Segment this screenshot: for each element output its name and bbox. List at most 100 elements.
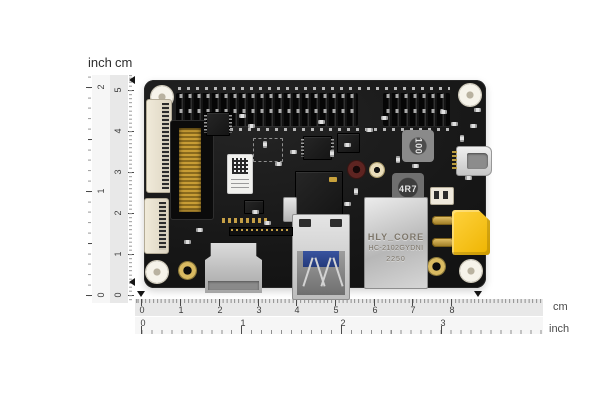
smd-component bbox=[248, 124, 255, 128]
ruler-tick bbox=[128, 254, 134, 255]
smd-component bbox=[330, 150, 334, 157]
smd-component bbox=[184, 240, 191, 244]
board-photo: 100 4R7 HLY_CORE HC-2102GYDNI 2250 bbox=[144, 80, 492, 300]
smd-component bbox=[396, 156, 400, 163]
jst-connector bbox=[430, 187, 454, 205]
smd-component bbox=[470, 124, 477, 128]
cm-ruler-label: 7 bbox=[410, 305, 416, 315]
ethernet-shield-text: 2250 bbox=[386, 256, 406, 263]
ffc-connector-bottom bbox=[144, 198, 169, 254]
usb3-opening bbox=[297, 251, 345, 295]
plated-hole bbox=[370, 163, 384, 177]
ic-chip bbox=[301, 136, 334, 160]
hdmi-port bbox=[205, 243, 262, 293]
cm-ruler-label: 3 bbox=[256, 305, 262, 315]
gold-contacts bbox=[179, 128, 201, 212]
cm-ruler-label: 1 bbox=[113, 251, 123, 257]
cm-ruler-label: 5 bbox=[333, 305, 339, 315]
barcode bbox=[231, 187, 249, 188]
vertical-ruler-inch-band: 2 1 0 bbox=[86, 75, 110, 303]
micro-usb-port bbox=[452, 146, 492, 176]
ruler-tick bbox=[219, 299, 220, 306]
cm-ruler-label: 6 bbox=[372, 305, 378, 315]
inch-ruler-label: 1 bbox=[240, 318, 246, 328]
smd-component bbox=[263, 141, 267, 148]
ruler-tick bbox=[88, 139, 92, 140]
ruler-tick bbox=[374, 299, 375, 306]
cm-ruler-label: 3 bbox=[113, 169, 123, 175]
unpopulated-footprint bbox=[253, 138, 283, 162]
smd-component bbox=[465, 176, 472, 180]
m2-connector bbox=[170, 120, 214, 220]
shell-hole bbox=[330, 219, 342, 227]
solder-pads bbox=[222, 218, 268, 223]
smd-component bbox=[474, 108, 481, 112]
inch-ruler-label: 0 bbox=[96, 292, 106, 298]
shell-hole bbox=[299, 219, 311, 227]
ruler-tick bbox=[86, 87, 92, 88]
xt30-power-connector bbox=[452, 210, 490, 255]
horizontal-ruler-cm-band: 0 1 2 3 4 5 6 7 8 bbox=[135, 299, 543, 316]
ruler-tick bbox=[128, 172, 134, 173]
ruler-tick bbox=[241, 326, 242, 334]
smd-component bbox=[196, 228, 203, 232]
ruler-tick bbox=[141, 299, 142, 306]
inductor-label: 4R7 bbox=[398, 184, 417, 194]
sticker-text-line bbox=[231, 179, 249, 180]
cm-ruler-label: 2 bbox=[113, 210, 123, 216]
smd-component bbox=[290, 150, 297, 154]
inch-unit-label: inch bbox=[549, 323, 570, 335]
mounting-hole bbox=[179, 262, 196, 279]
cm-ruler-label: 0 bbox=[113, 292, 123, 298]
mounting-hole bbox=[459, 84, 481, 106]
cm-ruler-label: 1 bbox=[178, 305, 184, 315]
smd-component bbox=[412, 164, 419, 168]
smd-component bbox=[460, 135, 464, 142]
smd-component bbox=[451, 122, 458, 126]
usb3-tongue bbox=[303, 251, 339, 267]
smd-component bbox=[275, 162, 282, 166]
ruler-tick bbox=[141, 326, 142, 334]
qr-sticker bbox=[228, 155, 252, 193]
inch-ruler-label: 2 bbox=[96, 84, 106, 90]
cm-ruler-label: 4 bbox=[113, 128, 123, 134]
smd-component bbox=[344, 143, 351, 147]
smd-component bbox=[381, 116, 388, 120]
inch-ruler-label: 1 bbox=[96, 188, 106, 194]
qr-code bbox=[232, 158, 248, 174]
vertical-ruler-cm-band: 5 4 3 2 1 0 bbox=[110, 75, 134, 303]
ic-chip bbox=[204, 112, 232, 136]
cm-ruler-label: 5 bbox=[113, 87, 123, 93]
ethernet-port: HLY_CORE HC-2102GYDNI 2250 bbox=[364, 197, 428, 289]
inch-ruler-label: 3 bbox=[440, 318, 446, 328]
inch-ruler-label: 0 bbox=[140, 318, 146, 328]
horizontal-ruler-inch-band: 0 1 2 3 bbox=[135, 317, 543, 334]
ruler-tick bbox=[86, 295, 92, 296]
ruler-tick bbox=[128, 213, 134, 214]
usb3-port bbox=[292, 214, 350, 300]
cm-unit-label: cm bbox=[553, 301, 568, 313]
ethernet-shield-text: HC-2102GYDNI bbox=[368, 245, 424, 252]
ruler-tick bbox=[88, 243, 92, 244]
ruler-tick bbox=[296, 299, 297, 306]
ruler-tick bbox=[451, 299, 452, 306]
inductor-label: 100 bbox=[413, 137, 423, 155]
mounting-hole bbox=[460, 260, 482, 282]
cm-ruler-label: 8 bbox=[449, 305, 455, 315]
vertical-ruler-inch-header: inch bbox=[88, 55, 112, 70]
ruler-tick bbox=[86, 191, 92, 192]
ruler-tick bbox=[412, 299, 413, 306]
ruler-tick bbox=[128, 131, 134, 132]
ruler-tick bbox=[335, 299, 336, 306]
smd-component bbox=[366, 128, 373, 132]
header-footprint bbox=[230, 228, 292, 235]
mounting-hole bbox=[428, 258, 445, 275]
cm-ruler-label: 4 bbox=[294, 305, 300, 315]
sticker-text-line bbox=[231, 183, 249, 184]
smd-component bbox=[354, 188, 358, 195]
board-edge-marker-icon bbox=[129, 76, 135, 84]
plated-hole bbox=[348, 161, 365, 178]
cm-ruler-label: 2 bbox=[217, 305, 223, 315]
gpio-header bbox=[383, 93, 450, 126]
